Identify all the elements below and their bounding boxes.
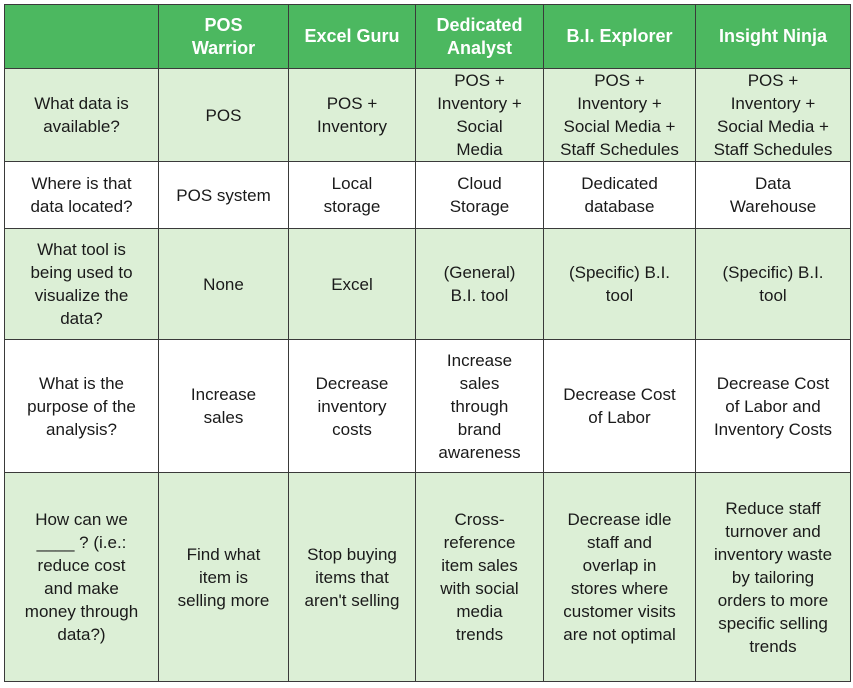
row-question: How can we ____ ? (i.e.: reduce cost and… bbox=[4, 472, 159, 682]
table-cell: Data Warehouse bbox=[695, 161, 851, 229]
row-question: What tool is being used to visualize the… bbox=[4, 228, 159, 340]
table-cell: Cloud Storage bbox=[415, 161, 544, 229]
table-cell: (Specific) B.I. tool bbox=[543, 228, 696, 340]
table-cell: (Specific) B.I. tool bbox=[695, 228, 851, 340]
table-cell: Decrease inventory costs bbox=[288, 339, 416, 473]
header-pos-warrior: POS Warrior bbox=[158, 4, 289, 69]
row-question: What is the purpose of the analysis? bbox=[4, 339, 159, 473]
header-bi-explorer: B.I. Explorer bbox=[543, 4, 696, 69]
table-cell: Local storage bbox=[288, 161, 416, 229]
header-excel-guru: Excel Guru bbox=[288, 4, 416, 69]
table-cell: Increase sales bbox=[158, 339, 289, 473]
header-row: POS Warrior Excel Guru Dedicated Analyst… bbox=[4, 4, 851, 69]
table-cell: POS + Inventory + Social Media + Staff S… bbox=[543, 68, 696, 162]
table-row-analysis-purpose: What is the purpose of the analysis? Inc… bbox=[4, 339, 851, 473]
table-cell: Decrease idle staff and overlap in store… bbox=[543, 472, 696, 682]
table-cell: Excel bbox=[288, 228, 416, 340]
row-question: Where is that data located? bbox=[4, 161, 159, 229]
table-row-data-available: What data is available? POS POS + Invent… bbox=[4, 68, 851, 162]
row-question: What data is available? bbox=[4, 68, 159, 162]
table-row-visualization-tool: What tool is being used to visualize the… bbox=[4, 228, 851, 340]
table-cell: POS system bbox=[158, 161, 289, 229]
table-cell: POS + Inventory + Social Media + Staff S… bbox=[695, 68, 851, 162]
table-cell: Decrease Cost of Labor and Inventory Cos… bbox=[695, 339, 851, 473]
table-cell: POS bbox=[158, 68, 289, 162]
header-insight-ninja: Insight Ninja bbox=[695, 4, 851, 69]
table-cell: POS + Inventory bbox=[288, 68, 416, 162]
table-cell: POS + Inventory + Social Media bbox=[415, 68, 544, 162]
table-cell: Cross- reference item sales with social … bbox=[415, 472, 544, 682]
header-corner bbox=[4, 4, 159, 69]
table-cell: Reduce staff turnover and inventory wast… bbox=[695, 472, 851, 682]
table-row-how-can-we: How can we ____ ? (i.e.: reduce cost and… bbox=[4, 472, 851, 682]
table-cell: Find what item is selling more bbox=[158, 472, 289, 682]
table-cell: Increase sales through brand awareness bbox=[415, 339, 544, 473]
table-cell: Decrease Cost of Labor bbox=[543, 339, 696, 473]
table-cell: Stop buying items that aren't selling bbox=[288, 472, 416, 682]
header-dedicated-analyst: Dedicated Analyst bbox=[415, 4, 544, 69]
table-cell: None bbox=[158, 228, 289, 340]
comparison-table: POS Warrior Excel Guru Dedicated Analyst… bbox=[4, 4, 851, 682]
table-cell: (General) B.I. tool bbox=[415, 228, 544, 340]
table-row-data-location: Where is that data located? POS system L… bbox=[4, 161, 851, 229]
table-cell: Dedicated database bbox=[543, 161, 696, 229]
